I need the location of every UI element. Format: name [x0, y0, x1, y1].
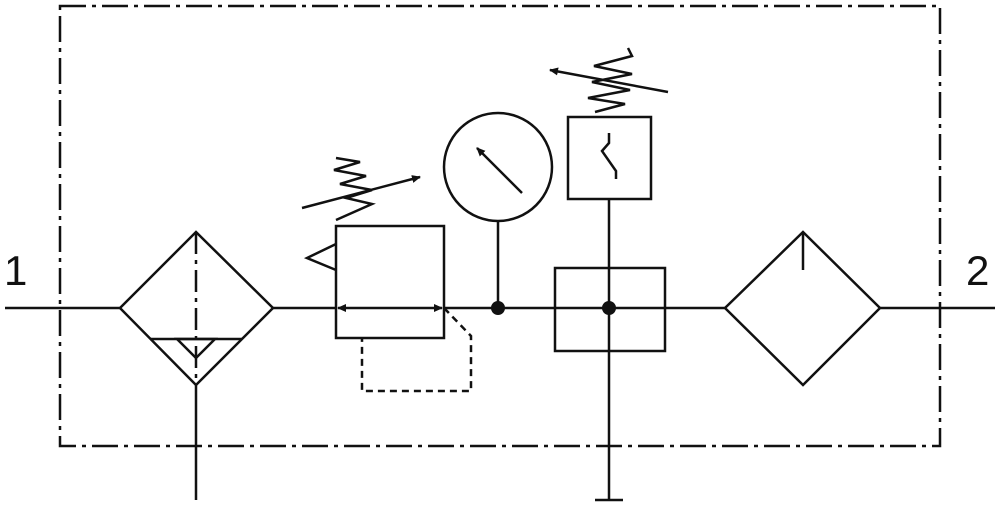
inlet-port-label: 1 [4, 247, 27, 294]
switch-contact [600, 133, 618, 179]
gauge-dial [442, 111, 554, 223]
switch-adjust-arrow [549, 67, 669, 94]
pressure-gauge-symbol [442, 111, 554, 315]
pressure-regulator-symbol [301, 156, 473, 393]
filter-drain-triangle [173, 337, 219, 360]
block-junction-dot [602, 301, 616, 315]
filter-water-separator-symbol [118, 230, 275, 500]
gauge-junction-dot [491, 301, 505, 315]
distribution-block-symbol [553, 266, 667, 502]
gauge-needle [476, 147, 523, 194]
pressure-switch-symbol [549, 47, 669, 268]
switch-body [566, 115, 653, 201]
lubricator-symbol [723, 230, 882, 387]
regulator-relief-port [303, 242, 337, 272]
lubricator-diamond [723, 230, 882, 387]
regulator-spring [333, 156, 376, 222]
unit-enclosure [58, 4, 942, 448]
regulator-body [334, 224, 446, 340]
outlet-port-label: 2 [966, 247, 989, 294]
regulator-pilot-line [360, 307, 473, 393]
regulator-adjust-arrow [301, 175, 421, 210]
switch-spring [587, 47, 634, 114]
